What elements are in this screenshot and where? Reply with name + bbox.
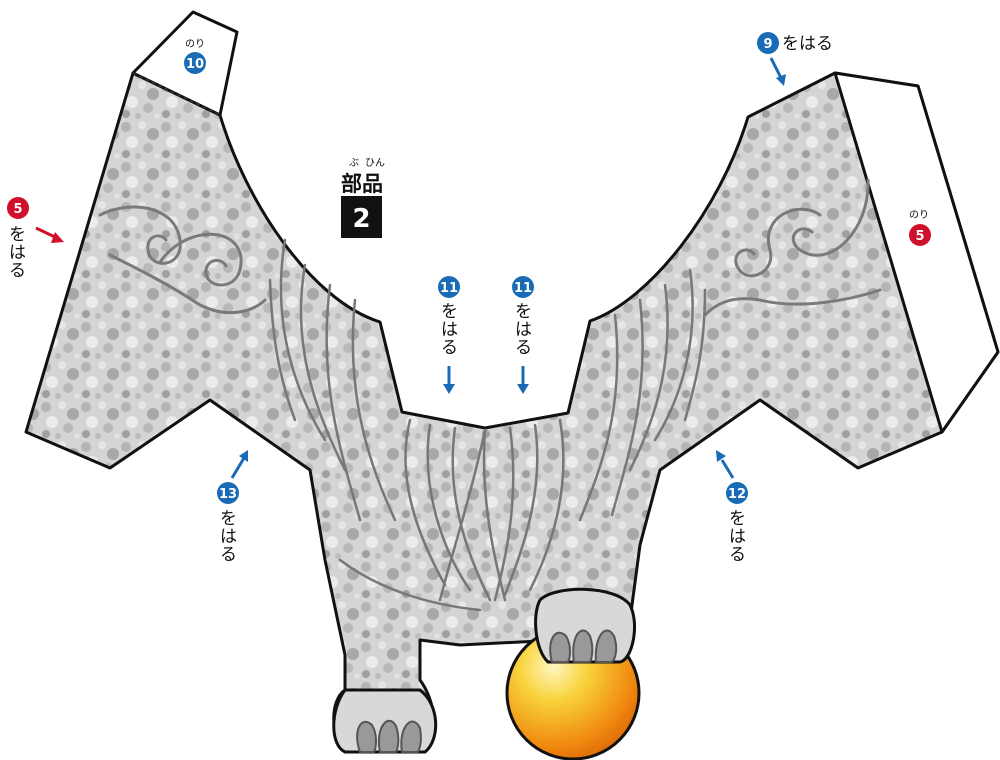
- title-kanji-bu: 部: [341, 172, 362, 196]
- glue-tab-right: [833, 71, 1000, 434]
- marker-5-left: 5 を は る: [7, 197, 64, 281]
- badge-9-num: 9: [763, 37, 772, 52]
- attach-c2-char-2: は: [515, 320, 532, 340]
- attach-13-char-2: は: [220, 527, 237, 547]
- arrow-12: [720, 459, 735, 479]
- attach-c1-char-2: は: [441, 320, 458, 340]
- attach-left-char-1: を: [9, 225, 26, 245]
- attach-12-char-1: を: [729, 509, 746, 529]
- badge-10-num: 10: [186, 57, 204, 72]
- mane-swirl-left: [98, 205, 267, 315]
- marker-11-center-left: 11 を は る: [438, 276, 460, 394]
- badge-12-num: 12: [728, 487, 746, 502]
- badge-5-right: 5: [909, 224, 931, 246]
- attach-c2-char-1: を: [515, 302, 532, 322]
- part-number: 2: [352, 204, 370, 234]
- fold-line-top-left: [132, 72, 221, 116]
- badge-13-num: 13: [219, 487, 237, 502]
- glue-label-right: のり: [909, 209, 929, 221]
- marker-11-center-right: 11 を は る: [512, 276, 534, 394]
- attach-12-char-2: は: [729, 527, 746, 547]
- title-kanji-hin: 品: [362, 172, 383, 196]
- glue-label-top-left: のり: [185, 38, 205, 50]
- attach-left-char-3: る: [9, 261, 26, 281]
- badge-5-left-num: 5: [13, 202, 22, 217]
- lion-body-piece: [24, 71, 1000, 754]
- marker-12-bottom-right: 12 を は る: [716, 450, 748, 565]
- attach-left-char-2: は: [9, 243, 26, 263]
- marker-13-bottom-left: 13 を は る: [217, 450, 248, 565]
- badge-11-left-num: 11: [440, 281, 458, 296]
- mane-swirl-right: [703, 178, 882, 317]
- part-number-box: [341, 196, 382, 238]
- attach-13-char-1: を: [220, 509, 237, 529]
- attach-label-9: をはる: [782, 34, 833, 54]
- badge-10: 10: [184, 52, 206, 74]
- part-title: ぶ ひん 部 品 2: [341, 157, 385, 238]
- attach-12-char-3: る: [729, 545, 746, 565]
- badge-5-right-num: 5: [915, 229, 924, 244]
- attach-c1-char-3: る: [441, 338, 458, 358]
- marker-9-top-right: 9 をはる: [757, 32, 833, 86]
- paw-left: [332, 688, 438, 754]
- attach-c2-char-3: る: [515, 338, 532, 358]
- paw-right-on-ball: [534, 587, 637, 664]
- attach-13-char-3: る: [220, 545, 237, 565]
- ruby-bu: ぶ: [349, 157, 359, 169]
- fur-strokes: [268, 238, 707, 612]
- arrow-13: [230, 457, 246, 479]
- attach-c1-char-1: を: [441, 302, 458, 322]
- ruby-hin: ひん: [365, 157, 385, 169]
- badge-11-right-num: 11: [514, 281, 532, 296]
